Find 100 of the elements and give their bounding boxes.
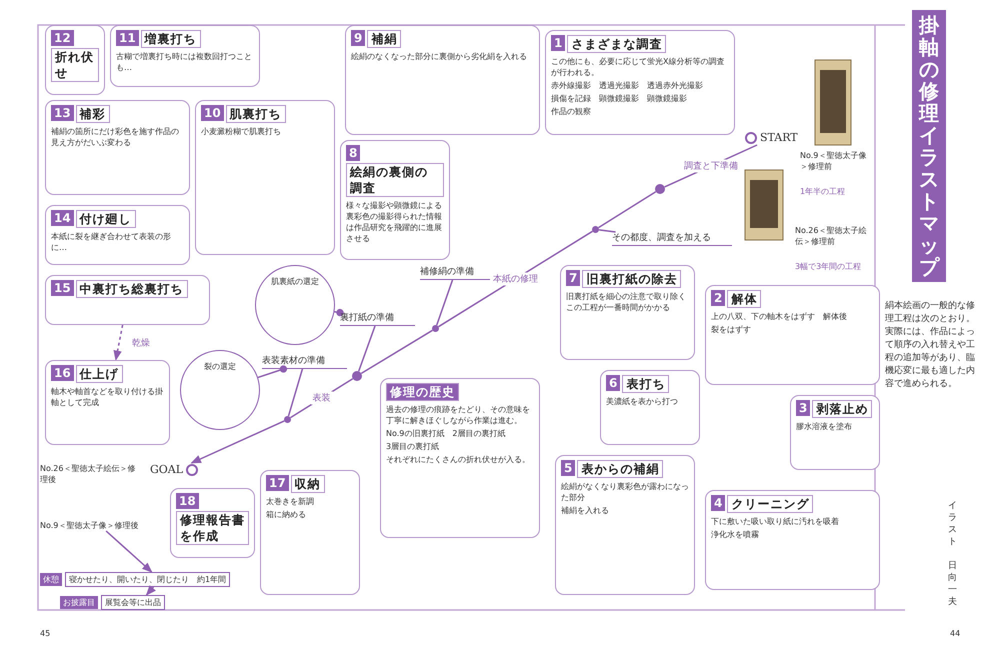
arrow [106, 530, 152, 573]
step-number: 17 [266, 475, 289, 491]
step-note: 浄化水を噴霧 [711, 529, 759, 540]
step-box [560, 265, 695, 360]
tag-label: 休憩 [40, 573, 62, 586]
step-note: 絵絹のなくなった部分に裏側から劣化絹を入れる [351, 51, 527, 62]
step-note: 膠水溶液を塗布 [796, 421, 852, 432]
illustrator-credit: イラスト [948, 500, 958, 548]
step-note: 透過光撮影 [599, 80, 639, 91]
step-box [790, 395, 880, 470]
step-title: クリーニング [727, 495, 814, 513]
step-number: 6 [606, 375, 620, 391]
step-note: 軸木や軸首などを取り付ける掛軸として完成 [51, 386, 164, 408]
step-title: 絵絹の裏側の調査 [346, 163, 444, 197]
connector-line [334, 308, 344, 316]
junction-dot [432, 325, 439, 332]
step-note: 様々な撮影や顕微鏡による裏彩色の撮影得られた情報は作品研究を飛躍的に進展させる [346, 200, 443, 244]
tag-text: 寝かせたり、開いたり、閉じたり 約1年間 [65, 572, 230, 587]
step-box [555, 455, 695, 595]
page-number: 44 [950, 628, 962, 639]
step-title: 修理報告書を作成 [176, 511, 249, 545]
step-box [45, 25, 105, 95]
start-marker [745, 131, 800, 145]
junction-dot [655, 184, 665, 194]
step-title: 折れ伏せ [51, 48, 99, 82]
step-number: 12 [51, 30, 74, 46]
step-box [110, 25, 260, 87]
step-title: 増裏打ち [140, 30, 201, 48]
scroll-caption: No.26＜聖徳太子絵伝＞修理前 [795, 225, 868, 247]
step-note: 下に敷いた吸い取り紙に汚れを吸着 [711, 516, 839, 527]
step-number: 7 [566, 270, 580, 286]
step-note: 顕微鏡撮影 [647, 93, 687, 104]
edge-label: 本紙の修理 [491, 272, 540, 286]
circle-caption: 肌裏紙の選定 [271, 276, 319, 288]
edge-label: 乾燥 [130, 336, 152, 349]
step-note: No.9の旧裏打紙 [386, 428, 444, 439]
arrow [146, 585, 156, 596]
step-note: 小麦澱粉糊で肌裏打ち [201, 126, 281, 137]
tag-text: 展覧会等に出品 [101, 595, 165, 610]
route-line [436, 280, 454, 326]
page-number: 45 [40, 628, 52, 639]
route-line [438, 230, 593, 328]
step-number: 13 [51, 105, 74, 121]
step-box [545, 30, 735, 135]
edge-label: 調査と下準備 [682, 159, 740, 172]
step-box [340, 140, 450, 260]
step-note: 補絹の箇所にだけ彩色を施す作品の見え方がだいぶ変わる [51, 126, 180, 148]
step-note: 箱に納める [266, 509, 306, 520]
route-line [288, 368, 304, 416]
step-box [705, 285, 880, 385]
step-number: 11 [116, 30, 139, 46]
step-note: 太巻きを新調 [266, 496, 314, 507]
branch-label: 表装素材の準備 [262, 355, 347, 369]
step-title: 表からの補絹 [577, 460, 664, 478]
step-title: 修理の歴史 [386, 383, 459, 401]
junction-dot [284, 416, 291, 423]
step-box [45, 205, 190, 265]
scroll-caption: No.26＜聖徳太子絵伝＞修理後 [40, 463, 136, 485]
branch-label: 補修絹の準備 [420, 266, 490, 280]
step-title: 肌裏打ち [226, 105, 286, 123]
illustrator-credit: 日向一夫 [948, 560, 958, 608]
step-note: それぞれにたくさんの折れ伏せが入る。 [386, 454, 530, 465]
step-number: 2 [711, 290, 726, 306]
step-note: 本紙に裂を継ぎ合わせて表装の形に… [51, 231, 172, 253]
scroll-caption: No.9＜聖徳太子像＞修理前 [800, 150, 868, 172]
goal-label: GOAL [150, 463, 184, 477]
step-note: この他にも、必要に応じて蛍光X線分析等の調査が行われる。 [551, 56, 726, 78]
step-title: 中裏打ち総裏打ち [76, 280, 188, 298]
step-title: 仕上げ [76, 365, 123, 383]
step-note: 2層目の裏打紙 [452, 428, 506, 439]
process-note: 1年半の工程 [800, 186, 846, 197]
route-line [598, 191, 656, 228]
circle-caption: 裂の選定 [204, 361, 236, 373]
branch-label: その都度、調査を加える [612, 232, 732, 246]
step-note: 損傷を記録 [551, 93, 591, 104]
step-note: 補絹を入れる [561, 505, 609, 516]
step-note: 絵絹がなくなり裏彩色が露わになった部分 [561, 481, 689, 503]
connector-line [258, 365, 288, 378]
step-box [45, 100, 190, 195]
step-note: 顕微鏡撮影 [599, 93, 639, 104]
step-title: 収納 [290, 475, 325, 493]
step-number: 18 [176, 493, 199, 509]
step-box [260, 470, 360, 595]
route-line [598, 229, 616, 233]
step-box [170, 488, 255, 558]
step-note: 3層目の裏打紙 [386, 441, 440, 452]
step-box [195, 100, 335, 255]
step-box [45, 360, 170, 445]
step-title: 解体 [727, 290, 762, 308]
step-number: 14 [51, 210, 74, 226]
edge-label: 表装 [310, 392, 333, 405]
step-number: 15 [51, 280, 74, 296]
start-label: START [760, 131, 798, 145]
step-note: 旧裏打紙を細心の注意で取り除くこの工程が一番時間がかかる [566, 291, 687, 313]
step-title: 付け廻し [76, 210, 136, 228]
step-number: 3 [796, 400, 810, 416]
step-box [345, 25, 540, 135]
step-number: 8 [346, 145, 360, 161]
route-line [358, 326, 376, 372]
step-note: 古糊で増裏打ち時には複数回打つことも… [116, 51, 253, 73]
